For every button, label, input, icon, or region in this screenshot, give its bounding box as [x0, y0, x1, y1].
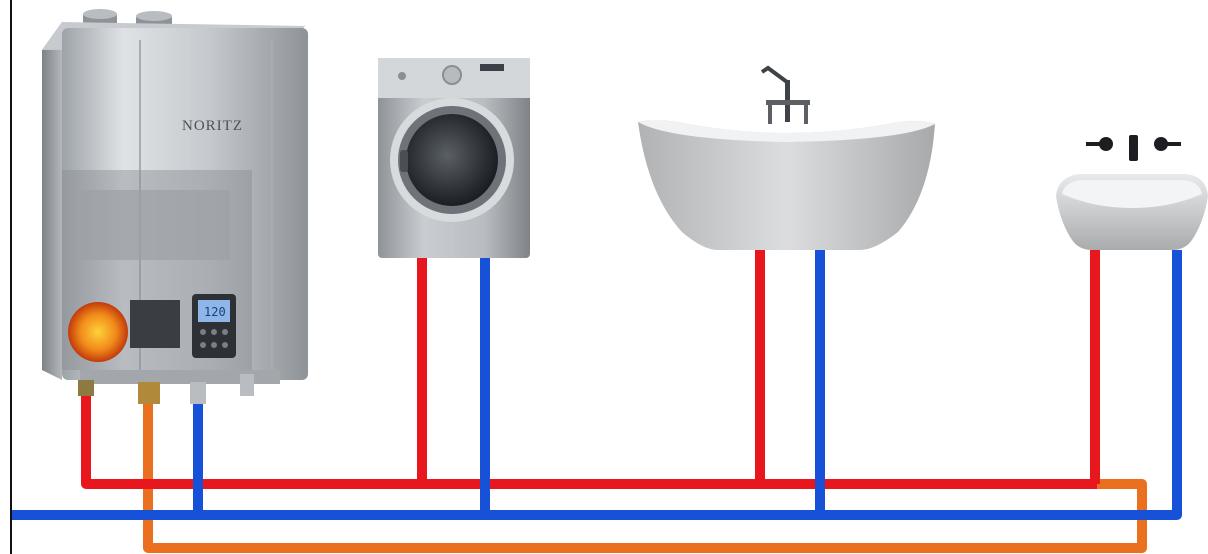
temperature-display — [198, 300, 230, 322]
cold-main-pipe — [12, 250, 1182, 520]
sink-handle-right-lever — [1167, 142, 1181, 146]
hot-outlet-fitting — [78, 380, 94, 396]
control-button-1[interactable] — [200, 329, 206, 335]
tub-faucet-post-right — [804, 100, 808, 124]
drain-fitting — [240, 374, 254, 396]
heater-cutaway — [62, 170, 252, 370]
burner-flame-icon — [68, 302, 128, 362]
washer-door-glass — [406, 114, 498, 206]
washer-power-button[interactable] — [398, 72, 406, 80]
cold-inlet-fitting — [190, 382, 206, 404]
control-button-2[interactable] — [211, 329, 217, 335]
sink — [1056, 135, 1208, 250]
washing-machine — [378, 58, 530, 258]
tub-rim — [638, 120, 935, 142]
tub-faucet-bar — [766, 100, 810, 105]
control-button-6[interactable] — [222, 342, 228, 348]
sink-handle-right[interactable] — [1154, 137, 1168, 151]
washer-display — [480, 64, 504, 71]
heater-side-panel — [42, 22, 62, 380]
bathtub — [638, 65, 935, 251]
sink-spout — [1129, 135, 1138, 161]
washer-cycle-knob[interactable] — [442, 65, 462, 85]
recirculation-pipe — [143, 395, 1147, 553]
gas-inlet-fitting — [138, 382, 160, 404]
temperature-display-value: 120 — [204, 305, 226, 319]
sink-handle-left[interactable] — [1099, 137, 1113, 151]
vent-cap-right — [136, 11, 172, 21]
gas-valve — [130, 300, 180, 348]
sink-handle-left-lever — [1086, 142, 1100, 146]
recirculation-line — [143, 395, 1147, 553]
control-button-3[interactable] — [222, 329, 228, 335]
tub-shell — [638, 120, 935, 251]
bottom-manifold — [80, 370, 280, 384]
washer-door-handle[interactable] — [400, 150, 408, 172]
control-button-5[interactable] — [211, 342, 217, 348]
vent-cap-left — [83, 9, 117, 19]
control-button-4[interactable] — [200, 342, 206, 348]
hot-water-line — [81, 250, 1100, 489]
tub-faucet-post-left — [768, 100, 772, 124]
frame-edge — [10, 0, 12, 554]
hot-main-pipe — [81, 392, 1097, 489]
heater-brand-logo: NORITZ — [182, 118, 243, 134]
tub-faucet-spout — [760, 65, 789, 84]
sink-rim — [1062, 180, 1202, 208]
tankless-water-heater: NORITZ 120 — [42, 9, 308, 404]
cold-water-line — [12, 250, 1182, 520]
heat-exchanger — [80, 190, 230, 260]
